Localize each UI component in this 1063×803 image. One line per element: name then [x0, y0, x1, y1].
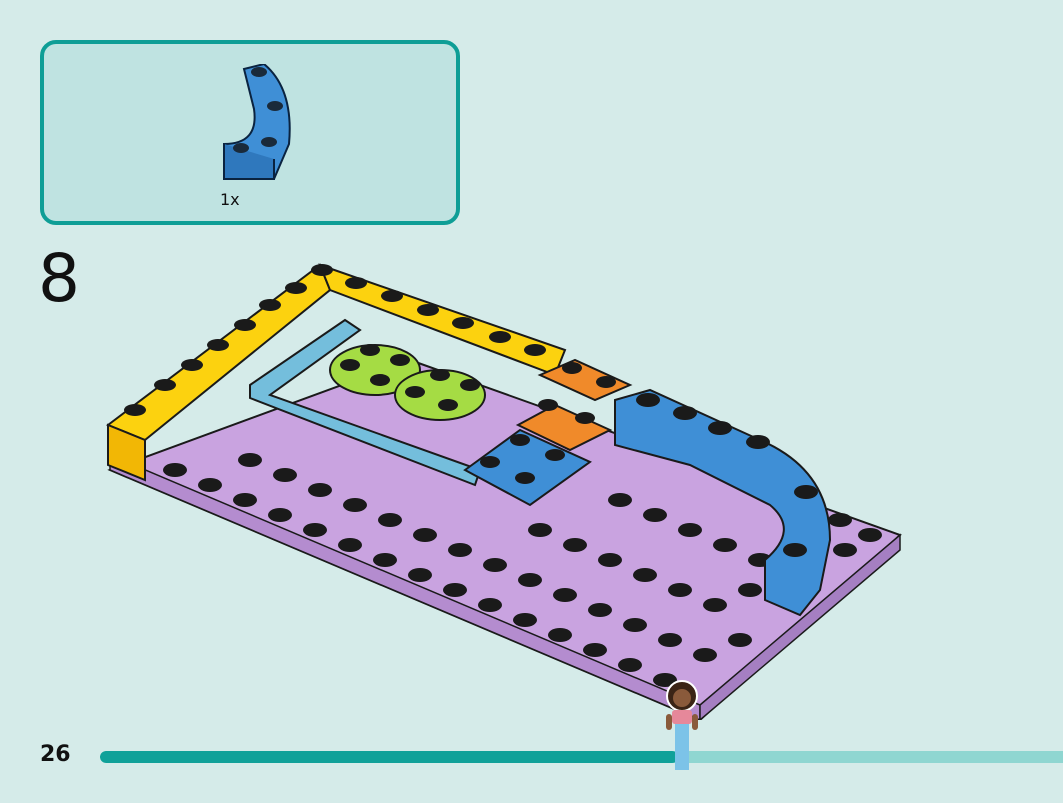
baseplate-studs: [163, 453, 882, 687]
blue-curved-wall: [614, 388, 832, 617]
lime-round-plates: [329, 344, 486, 421]
blue-curved-brick-icon: [223, 64, 291, 180]
progress-bar: [100, 751, 1063, 763]
minifigure-icon: [666, 680, 698, 770]
lego-model-illustration: [105, 263, 902, 720]
progress-fill: [100, 751, 678, 763]
blue-plate: [463, 428, 592, 507]
part-quantity: 1x: [220, 190, 240, 209]
parts-callout: 1x: [40, 40, 460, 225]
orange-brick: [537, 358, 633, 402]
page-number: 26: [40, 742, 71, 767]
step-number: 8: [38, 240, 80, 317]
light-blue-tile: [249, 318, 482, 487]
